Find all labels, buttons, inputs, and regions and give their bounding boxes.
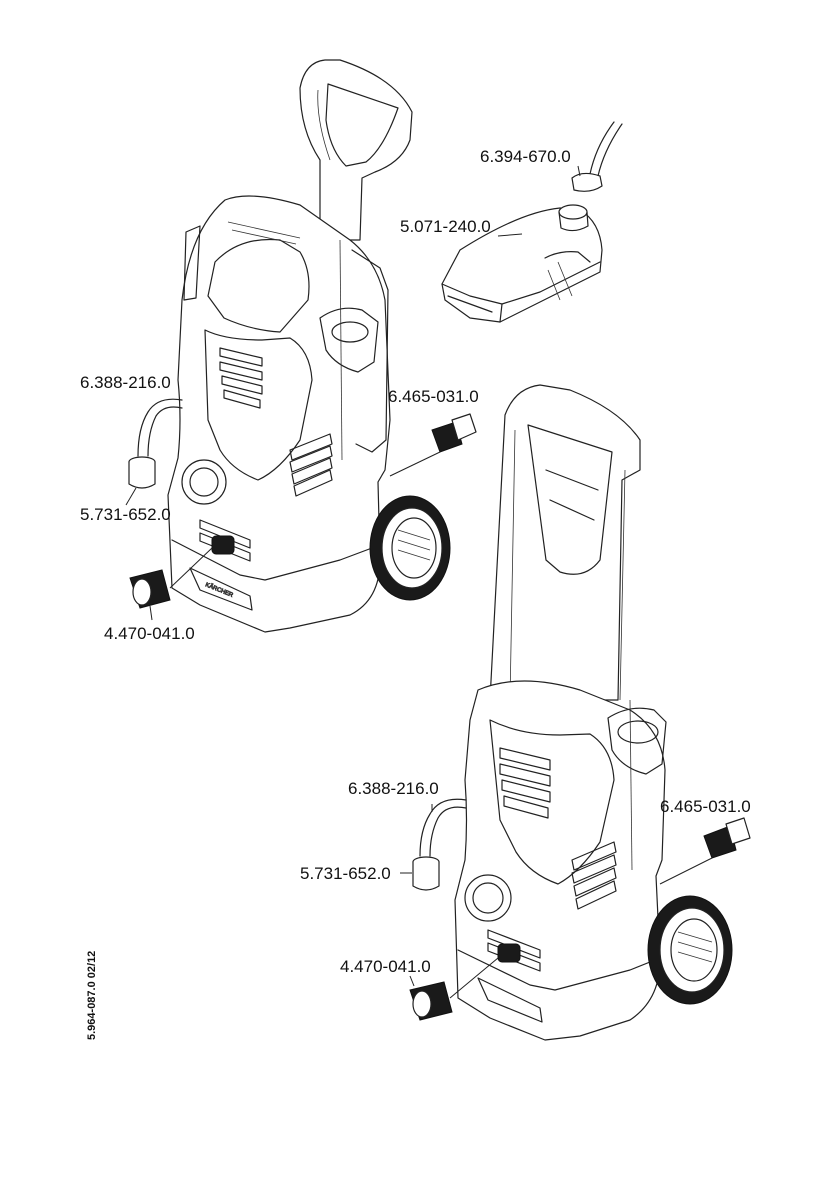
connector-right [659,817,751,885]
leader-sleeve-left [125,487,137,506]
sleeve-left [128,456,156,489]
leader-hose-inlet [577,165,581,177]
label-hose-right: 6.388-216.0 [348,779,439,798]
label-hose-inlet-top: 6.394-670.0 [480,147,571,166]
label-hose-left: 6.388-216.0 [80,373,171,392]
detergent-tank [441,204,603,323]
pressure-washer-left: KÄRCHER [167,59,413,633]
wheel-right [647,895,733,1005]
label-connector-right: 6.465-031.0 [660,797,751,816]
label-detergent-tank: 5.071-240.0 [400,217,491,236]
coupling-right [409,957,499,1021]
sleeve-right [412,856,440,891]
leader-coupling-right [409,975,415,987]
pressure-washer-right [454,384,667,1041]
document-code: 5.964-087.0 02/12 [86,951,98,1040]
tank-hose [571,121,623,192]
label-coupling-left: 4.470-041.0 [104,624,195,643]
label-sleeve-right: 5.731-652.0 [300,864,391,883]
hose-left [137,398,183,457]
hose-right [419,798,467,857]
leader-tank [497,233,523,237]
label-connector-left: 6.465-031.0 [388,387,479,406]
connector-left [389,413,477,477]
coupling-left [129,547,213,609]
label-coupling-right: 4.470-041.0 [340,957,431,976]
wheel-left [369,495,451,601]
leader-coupling-left [149,605,153,621]
label-sleeve-left: 5.731-652.0 [80,505,171,524]
